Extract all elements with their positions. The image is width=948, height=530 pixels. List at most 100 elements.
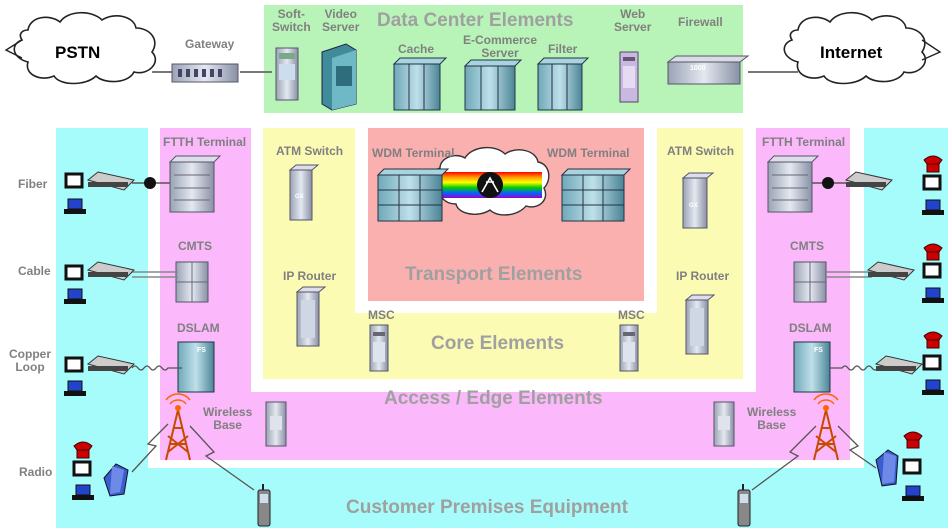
pstn-label: PSTN [55,43,101,62]
atm-switch-left-label: ATM Switch [276,144,344,158]
firewall-device: 1000 [666,55,750,85]
pc-icon-cable-left [64,288,86,304]
ftth-terminal-left-label: FTTH Terminal [163,135,247,149]
ip-router-right-device [684,294,716,355]
radio-unit-right [875,449,899,487]
radio-label: Radio [19,465,53,479]
internet-cloud [783,11,927,85]
atm-switch-right-device: GX [681,172,715,229]
wdm-terminal-left-label: WDM Terminal [372,146,455,160]
ip-router-right-label: IP Router [676,269,730,283]
web-server-label: Web Server [614,7,652,34]
filter-device [536,57,590,111]
dslam-right-device: FS [793,341,831,393]
radio-link-right-to-unit [837,425,877,469]
gx-right-tag: GX [689,203,698,209]
pc-icon-copper-left [64,380,86,396]
video-server-device [321,43,357,111]
tv-icon-cable-left [64,264,84,281]
phone-icon-copper-right [923,331,943,349]
dsl-modem-right [874,355,923,375]
cmts-left-device [175,261,209,303]
cmts-right-device [793,261,827,303]
ip-router-left-device [295,286,327,347]
msc-right-device [619,324,639,372]
tv-icon-fiber-right [922,174,942,191]
msc-left-device [369,324,389,372]
pc-icon-radio-right [902,485,924,501]
phone-icon-fiber-right [923,155,943,173]
phone-icon-radio-right [903,431,923,449]
msc-right-label: MSC [618,308,645,322]
soft-switch-device [275,47,299,101]
wireless-base-right-device [713,401,735,447]
wireless-base-left-device [265,401,287,447]
cable-label: Cable [18,264,51,278]
fiber-label: Fiber [18,177,48,191]
radio-unit-left [103,463,129,497]
data-center-title: Data Center Elements [377,10,574,31]
pstn-cloud-point [4,39,23,59]
soft-switch-label: Soft- Switch [272,7,311,34]
fs-left-tag: FS [197,347,206,354]
dslam-left-label: DSLAM [177,321,220,335]
tv-icon-radio-right [902,458,922,475]
ftth-terminal-right-device [766,155,820,213]
cable-modem-right [866,261,915,281]
wdm-terminal-left-device [376,168,450,222]
wdm-terminal-right-label: WDM Terminal [547,146,630,160]
radio-link-left-to-unit [131,423,169,473]
filter-label: Filter [548,42,578,56]
phone-icon-radio-left [73,441,93,459]
cache-device [392,57,448,111]
dsl-modem-left [86,355,135,375]
firewall-label: Firewall [678,15,723,29]
tv-icon-copper-right [922,354,942,371]
pc-icon-fiber-right [922,199,944,215]
cmts-left-label: CMTS [178,239,212,253]
copper-loop-line-right [830,365,879,371]
wdm-lambda-hub [477,172,503,198]
ecommerce-server-label: E-Commerce Server [463,33,538,60]
fiber-node-left-icon [144,177,156,189]
dslam-right-label: DSLAM [789,321,832,335]
pc-icon-fiber-left [64,198,86,214]
internet-label: Internet [820,43,883,62]
fs-right-tag: FS [814,347,823,354]
antenna-tower-left-icon [165,393,191,461]
firewall-model-tag: 1000 [690,65,706,72]
tv-icon-fiber-left [64,172,84,189]
wdm-terminal-right-device [560,168,632,222]
ftth-terminal-right-label: FTTH Terminal [762,135,846,149]
phone-icon-cable-right [923,243,943,261]
fiber-modem-right [844,171,893,191]
wireless-base-left-label: Wireless Base [203,405,253,432]
tv-icon-cable-right [922,262,942,279]
customer-premises-title: Customer Premises Equipment [346,497,628,518]
gx-left-tag: GX [295,194,304,200]
pc-icon-copper-right [922,379,944,395]
internet-cloud-point [921,39,942,61]
access-edge-title: Access / Edge Elements [384,388,603,409]
core-title: Core Elements [431,333,565,354]
copper-loop-label: Copper Loop [9,347,51,374]
tv-icon-copper-left [64,356,84,373]
radio-link-left-to-handset [189,425,255,491]
fiber-modem-left [86,171,135,191]
pc-icon-cable-right [922,287,944,303]
ftth-terminal-left-device [168,155,222,213]
atm-switch-left-device: GX [288,164,320,221]
antenna-tower-right-icon [813,393,839,461]
mobile-handset-left-icon [257,484,271,527]
mobile-handset-right-icon [737,484,751,527]
transport-title: Transport Elements [405,264,583,285]
gateway-label: Gateway [185,37,235,51]
cable-modem-left [86,261,135,281]
wdm-lambda-icon [481,176,499,193]
video-server-label: Video Server [322,7,360,34]
msc-left-label: MSC [368,308,395,322]
ecommerce-server-device [463,59,523,111]
fiber-node-right-icon [822,177,834,189]
